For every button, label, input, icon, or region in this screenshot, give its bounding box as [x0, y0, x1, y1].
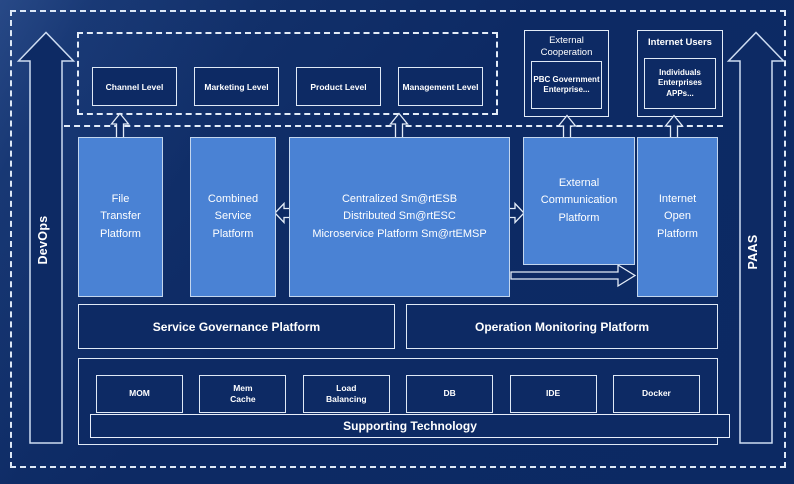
platform-external-communication: External Communication Platform: [523, 137, 635, 265]
platform-internet-open: Internet Open Platform: [637, 137, 718, 297]
external-cooperation-title: External Cooperation: [540, 35, 593, 58]
tech-box-db: DB: [406, 375, 494, 413]
paas-rail-label: PAAS: [746, 234, 760, 270]
access-layer-dashed-separator: [64, 125, 723, 127]
level-box-management: Management Level: [398, 67, 483, 106]
tech-box-ide: IDE: [509, 375, 597, 413]
level-label: Management Level: [402, 81, 479, 92]
tech-box-mom: MOM: [96, 375, 183, 413]
supporting-technology-bar: Supporting Technology: [90, 414, 730, 438]
level-box-channel: Channel Level: [92, 67, 177, 106]
platform-combined-service: Combined Service Platform: [190, 137, 276, 297]
level-box-marketing: Marketing Level: [194, 67, 279, 106]
external-cooperation-box: External Cooperation PBC Government Ente…: [524, 30, 609, 117]
level-label: Product Level: [310, 81, 367, 92]
internet-users-members: Individuals Enterprises APPs...: [644, 58, 716, 109]
internet-users-title: Internet Users: [648, 37, 712, 48]
devops-rail-label: DevOps: [36, 215, 50, 265]
external-cooperation-members: PBC Government Enterprise...: [531, 61, 602, 109]
tech-box-load-balancing: Load Balancing: [302, 375, 390, 413]
operation-monitoring-platform: Operation Monitoring Platform: [406, 304, 718, 349]
level-box-product: Product Level: [296, 67, 381, 106]
level-label: Marketing Level: [204, 81, 269, 92]
service-governance-platform: Service Governance Platform: [78, 304, 395, 349]
internet-users-box: Internet Users Individuals Enterprises A…: [637, 30, 723, 117]
tech-box-mem-cache: Mem Cache: [199, 375, 287, 413]
platform-esb-esc-emsp: Centralized Sm@rtESB Distributed Sm@rtES…: [289, 137, 510, 297]
level-label: Channel Level: [105, 81, 164, 92]
levels-dashed-container: Channel Level Marketing Level Product Le…: [77, 32, 498, 115]
platform-file-transfer: File Transfer Platform: [78, 137, 163, 297]
tech-box-docker: Docker: [612, 375, 700, 413]
supporting-technology-title: Supporting Technology: [343, 419, 477, 433]
